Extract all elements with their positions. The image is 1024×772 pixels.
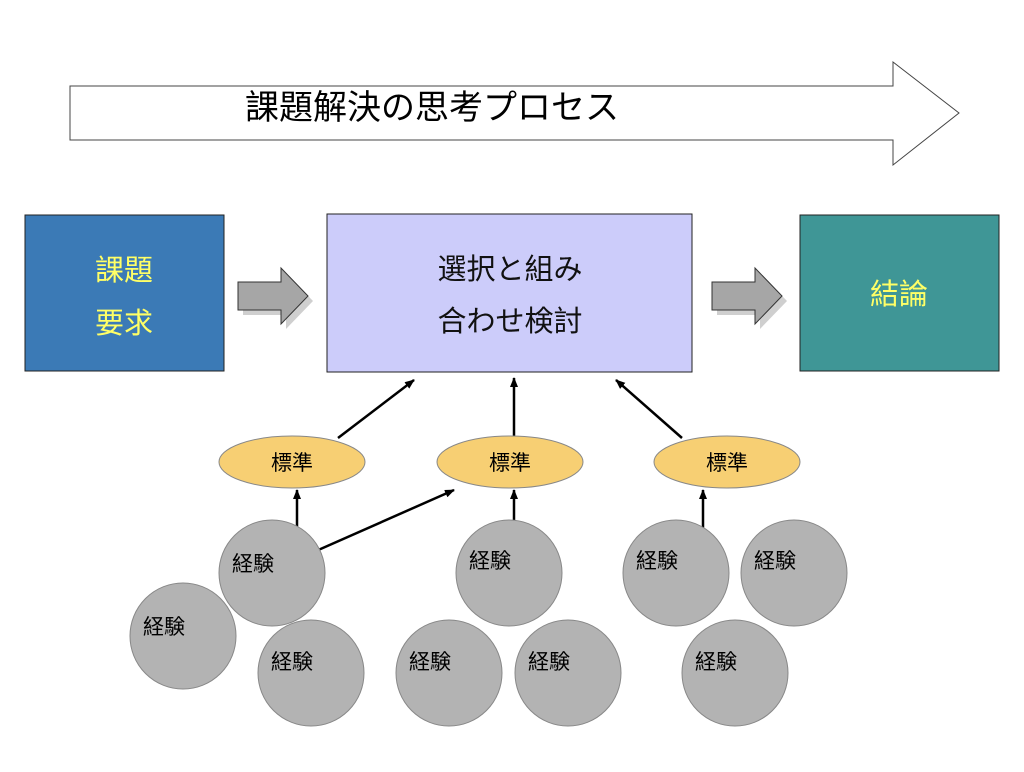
experience-label: 経験 bbox=[143, 615, 185, 639]
experience-label: 経験 bbox=[754, 549, 796, 573]
center-box: 選択と組み 合わせ検討 bbox=[326, 213, 693, 373]
experience-label: 経験 bbox=[409, 650, 451, 674]
conclusion-box-shape bbox=[799, 214, 1000, 372]
problem-box-shape bbox=[24, 214, 225, 372]
experience-label: 経験 bbox=[528, 650, 570, 674]
experience-label: 経験 bbox=[232, 552, 274, 576]
problem-line-1: 課題 bbox=[95, 253, 153, 287]
title-text: 課題解決の思考プロセス bbox=[245, 88, 619, 128]
title-banner-arrow-shape bbox=[69, 60, 960, 167]
standard-node: 標準 bbox=[436, 435, 584, 489]
experience-node: 経験 bbox=[257, 619, 365, 727]
connector-arrows bbox=[293, 377, 707, 553]
arrow-std3-to-center bbox=[615, 379, 683, 439]
experience-node: 経験 bbox=[622, 519, 730, 627]
experience-node: 経験 bbox=[740, 519, 848, 627]
block-arrow-right bbox=[711, 266, 787, 329]
title-banner: 課題解決の思考プロセス bbox=[69, 60, 960, 167]
experience-node: 経験 bbox=[681, 619, 789, 727]
standard-node: 標準 bbox=[653, 435, 801, 489]
experience-node: 経験 bbox=[129, 582, 237, 690]
standard-label: 標準 bbox=[706, 451, 748, 475]
arrow-exp-to-std2-diagonal bbox=[315, 488, 455, 553]
center-line-1: 選択と組み bbox=[437, 252, 582, 286]
experience-label: 経験 bbox=[271, 650, 313, 674]
experience-node: 経験 bbox=[395, 619, 503, 727]
standard-label: 標準 bbox=[271, 451, 313, 475]
conclusion-line-1: 結論 bbox=[870, 277, 928, 311]
arrow-std1-to-center bbox=[337, 379, 415, 439]
center-line-2: 合わせ検討 bbox=[437, 304, 582, 338]
standard-node: 標準 bbox=[218, 435, 366, 489]
conclusion-box: 結論 bbox=[799, 214, 1000, 372]
standard-label: 標準 bbox=[489, 451, 531, 475]
problem-box: 課題 要求 bbox=[24, 214, 225, 372]
experience-label: 経験 bbox=[695, 650, 737, 674]
problem-line-2: 要求 bbox=[95, 306, 153, 340]
experience-node: 経験 bbox=[455, 519, 563, 627]
experience-label: 経験 bbox=[469, 549, 511, 573]
experience-label: 経験 bbox=[636, 549, 678, 573]
experience-node: 経験 bbox=[218, 519, 326, 627]
center-box-shape bbox=[326, 213, 693, 373]
experience-node: 経験 bbox=[514, 619, 622, 727]
block-arrow-left bbox=[237, 266, 313, 329]
